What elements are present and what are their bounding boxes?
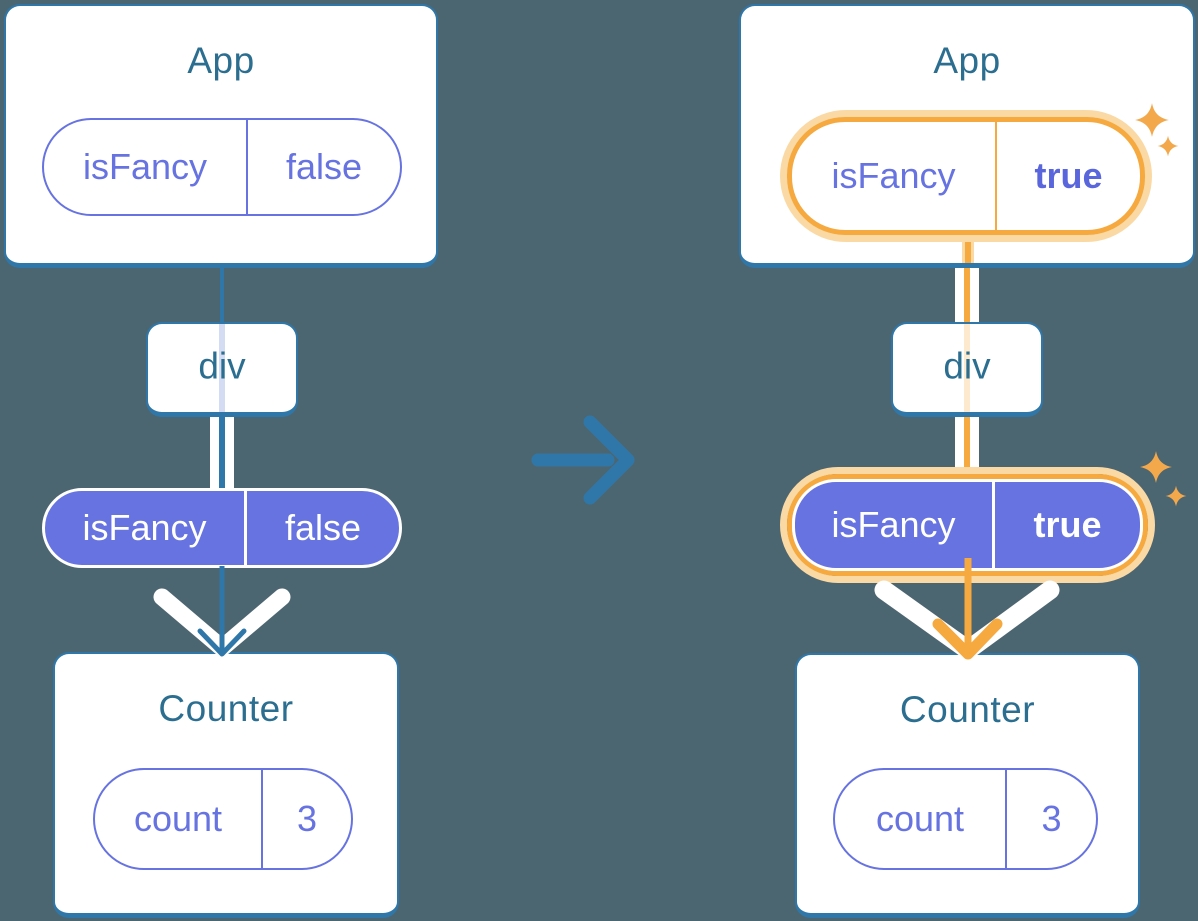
state-value: false bbox=[285, 146, 363, 187]
prop-flow-line-before-app-div bbox=[220, 266, 224, 326]
prop-value: false bbox=[284, 507, 362, 548]
state-pill-app-after: isFancy true bbox=[792, 122, 1140, 230]
div-box-after: div bbox=[891, 322, 1043, 417]
state-pill-counter-after: count 3 bbox=[833, 768, 1098, 870]
div-label: div bbox=[198, 345, 246, 387]
state-value-cell: true bbox=[997, 122, 1140, 230]
div-box-before: div bbox=[146, 322, 298, 417]
prop-passthrough-line bbox=[219, 324, 225, 412]
prop-value-cell: true bbox=[995, 482, 1140, 568]
state-name-cell: count bbox=[95, 770, 263, 868]
prop-flow-stripes-after-top bbox=[955, 266, 979, 326]
right-arrow-icon bbox=[531, 415, 635, 505]
state-pill-counter-before: count 3 bbox=[93, 768, 353, 870]
prop-flow-stripes-after bbox=[955, 414, 979, 494]
arrow-down-icon-after bbox=[874, 558, 1060, 660]
component-title: Counter bbox=[158, 688, 294, 729]
prop-flow-orange-line bbox=[965, 234, 971, 263]
counter-card-before: Counter count 3 bbox=[53, 652, 399, 918]
flow-stripe-white bbox=[970, 266, 979, 326]
prop-name-cell: isFancy bbox=[795, 482, 995, 568]
sparkle-icon bbox=[1157, 135, 1179, 157]
state-value-cell: false bbox=[248, 120, 400, 214]
state-value: 3 bbox=[1041, 798, 1062, 839]
prop-flow-stripes-before bbox=[210, 414, 234, 492]
state-name: isFancy bbox=[82, 146, 208, 187]
flow-stripe-white bbox=[955, 414, 964, 494]
state-name-cell: isFancy bbox=[44, 120, 248, 214]
state-name: count bbox=[133, 798, 223, 839]
component-title: App bbox=[933, 40, 1001, 81]
flow-stripe-orange bbox=[964, 266, 970, 326]
flow-stripe-white bbox=[210, 414, 219, 492]
flow-stripe-white bbox=[970, 414, 979, 494]
prop-value: true bbox=[1033, 504, 1102, 545]
app-card-before: App isFancy false bbox=[4, 4, 438, 268]
state-name-cell: isFancy bbox=[792, 122, 997, 230]
prop-name: isFancy bbox=[82, 507, 207, 548]
state-value: 3 bbox=[296, 798, 318, 839]
component-title: Counter bbox=[899, 689, 1036, 730]
state-value: true bbox=[1034, 155, 1103, 196]
counter-card-after: Counter count 3 bbox=[795, 653, 1140, 918]
sparkle-icon bbox=[1165, 485, 1187, 507]
flow-stripe-white bbox=[955, 266, 964, 326]
flow-stripe-blue bbox=[219, 414, 225, 492]
prop-passthrough-line bbox=[964, 324, 970, 412]
flow-stripe-white bbox=[225, 414, 234, 492]
state-value-cell: 3 bbox=[263, 770, 351, 868]
prop-value-cell: false bbox=[247, 491, 399, 565]
state-value-cell: 3 bbox=[1007, 770, 1096, 868]
app-card-after: App isFancy true bbox=[739, 4, 1195, 268]
highlight-ring: isFancy true bbox=[787, 117, 1145, 235]
state-name: count bbox=[875, 798, 965, 839]
arrow-down-icon-before bbox=[153, 566, 291, 657]
state-name: isFancy bbox=[831, 155, 956, 196]
sparkle-icon bbox=[1135, 103, 1169, 137]
state-pill-app-before: isFancy false bbox=[42, 118, 402, 216]
state-pill-highlight-after: isFancy true bbox=[780, 110, 1152, 242]
prop-name-cell: isFancy bbox=[45, 491, 247, 565]
div-label: div bbox=[943, 345, 991, 387]
state-name-cell: count bbox=[835, 770, 1007, 868]
prop-name: isFancy bbox=[831, 504, 956, 545]
prop-pill-after: isFancy true bbox=[792, 479, 1143, 571]
flow-stripe-orange bbox=[964, 414, 970, 494]
component-title: App bbox=[187, 40, 255, 81]
sparkle-icon bbox=[1140, 451, 1172, 483]
